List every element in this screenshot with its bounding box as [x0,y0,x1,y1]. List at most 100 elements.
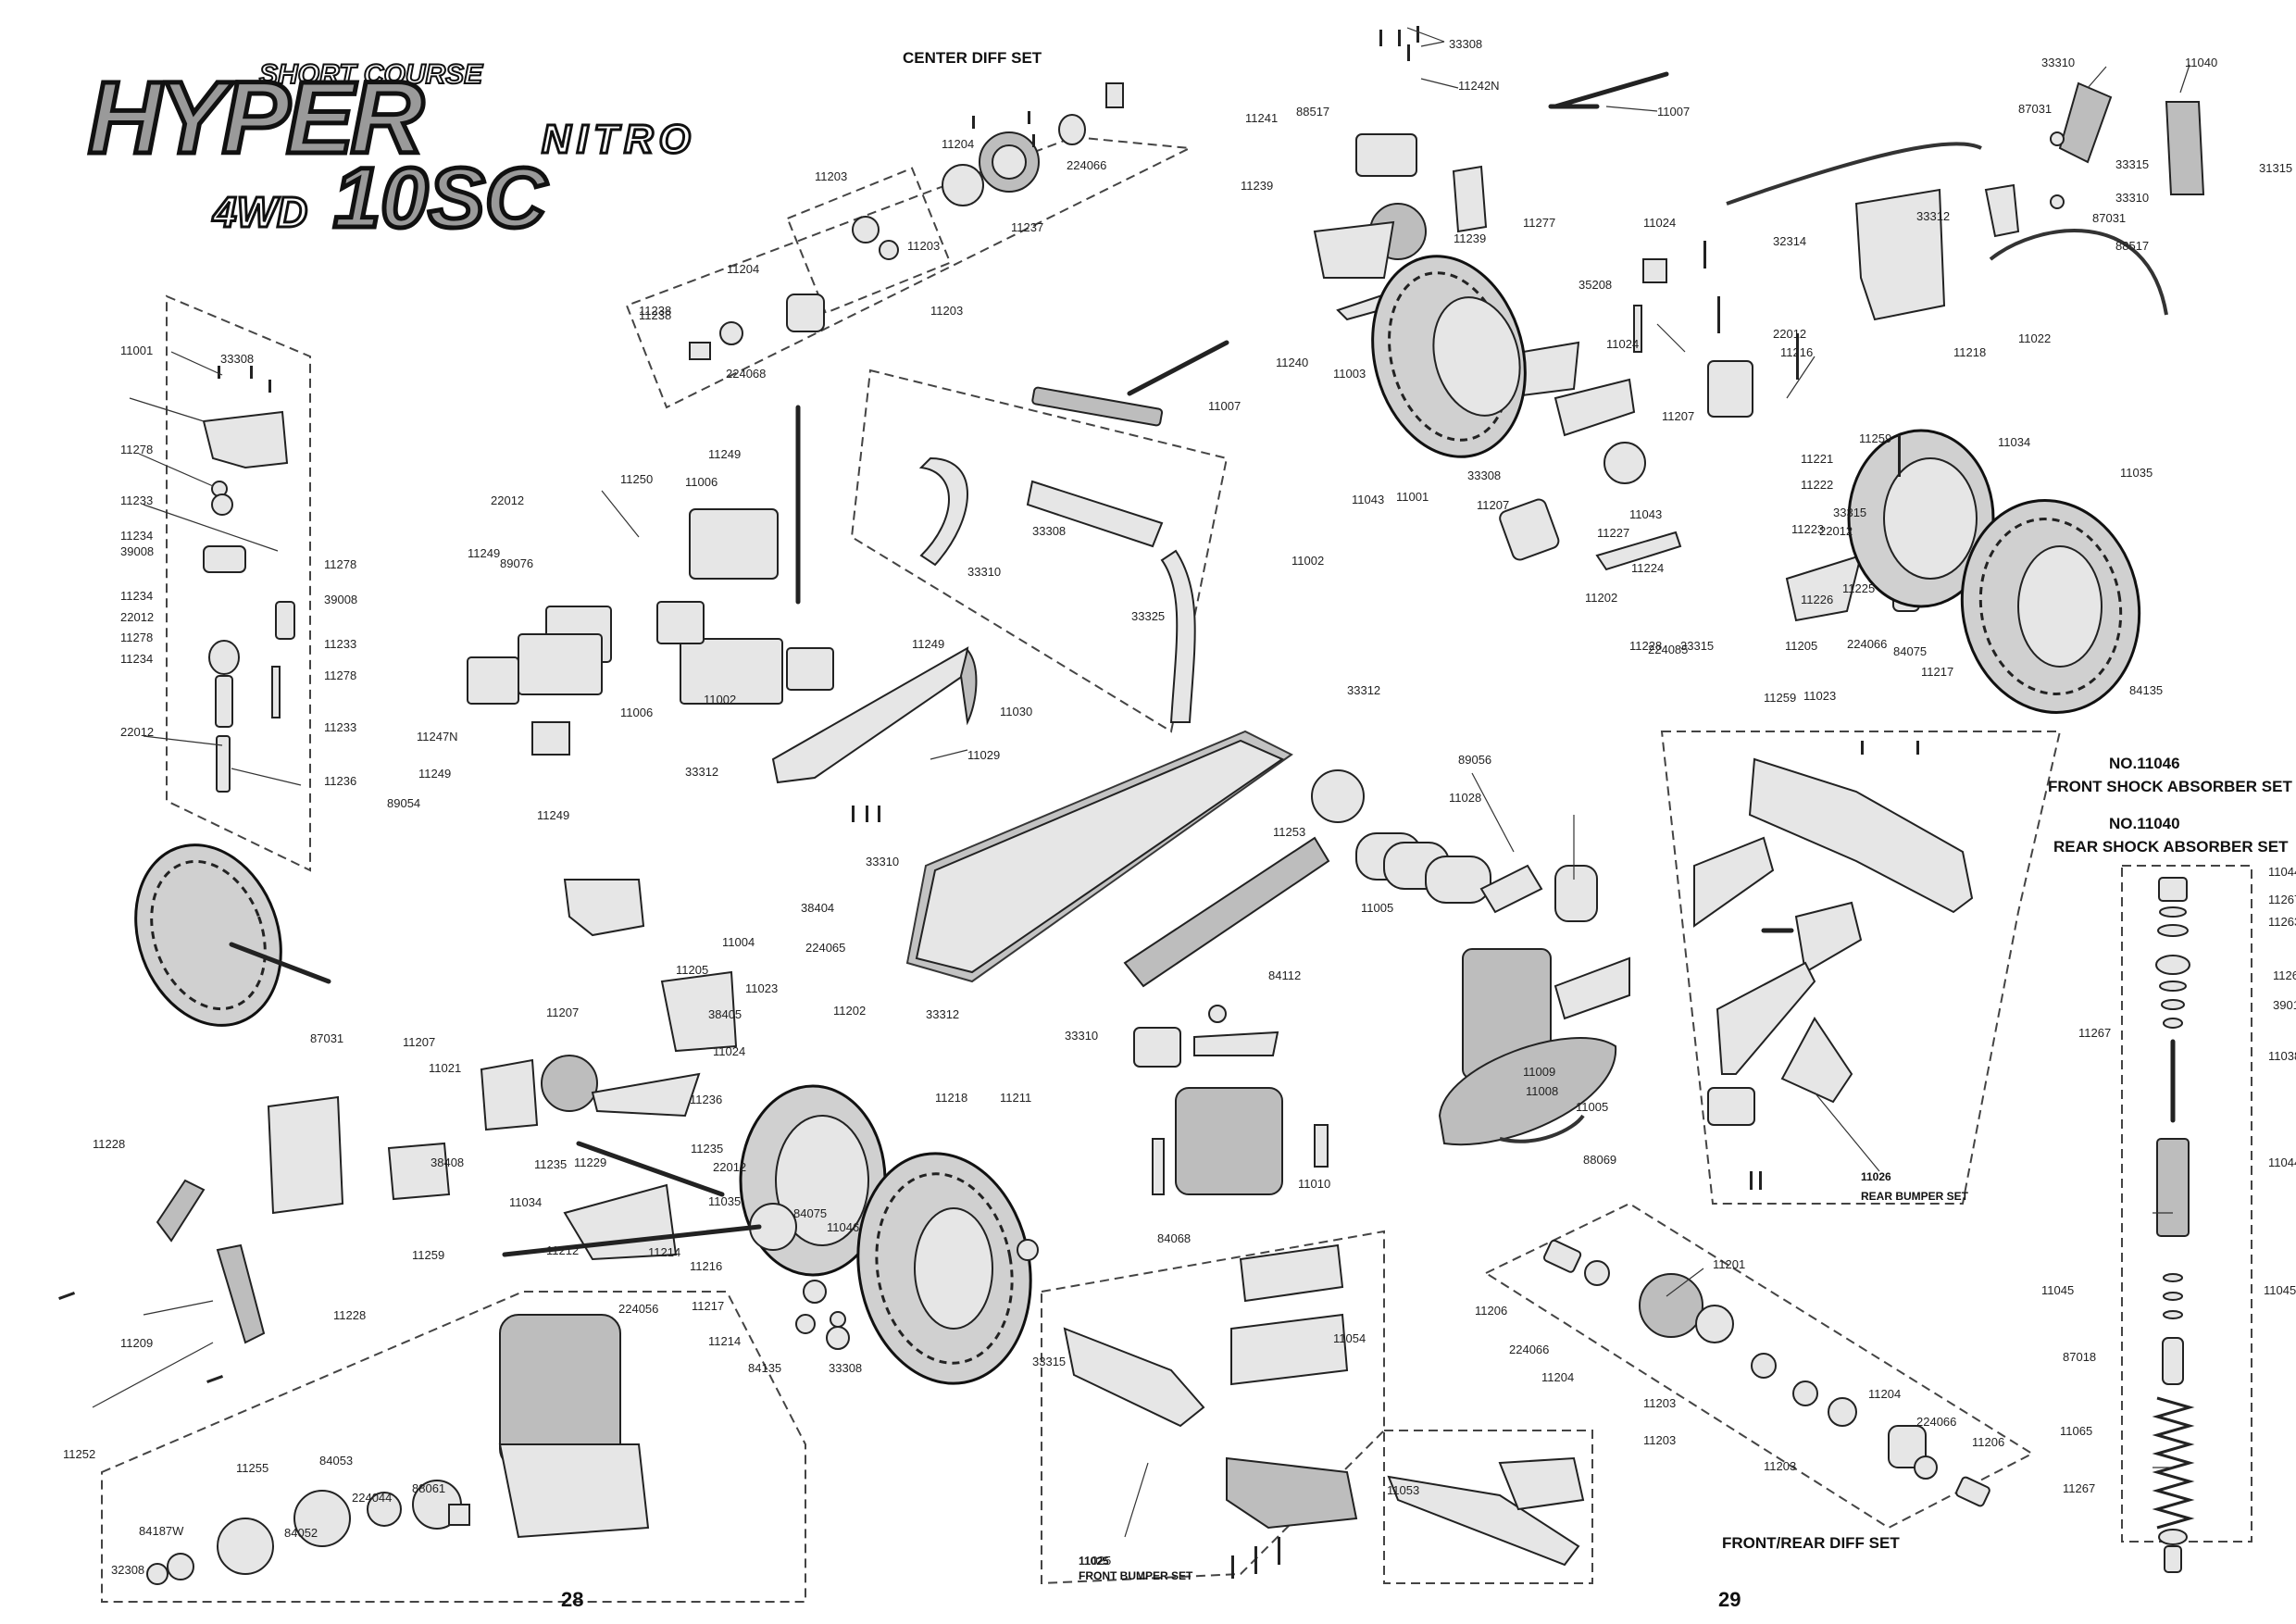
part-number-label: 11203 [1643,1433,1676,1447]
part-number-label: 11023 [1803,689,1836,703]
part-number-label: 11240 [1276,356,1308,369]
front-skid-plate [1226,1456,1358,1530]
part-number-label: 11218 [1953,345,1986,359]
part-number-label: 11267 [2268,893,2296,906]
part-number-label: 11255 [236,1461,268,1475]
part-number-label: 11206 [1475,1304,1507,1318]
part-number-label: 11045 [2041,1283,2074,1297]
part-number-label: 84135 [2129,683,2163,697]
part-number-label: 11278 [324,557,356,571]
front-bumper-set-number: 11025 [1079,1555,1109,1568]
part-number-label: 33308 [829,1361,862,1375]
part-number-label: 11045 [2264,1283,2296,1297]
part-number-label: 11024 [713,1044,745,1058]
part-number-label: 11065 [2060,1424,2092,1438]
part-number-label: 11253 [1273,825,1305,839]
part-number-label: 88069 [1583,1153,1616,1167]
part-number-label: 11216 [1780,345,1813,359]
part-number-label: 87031 [2018,102,2052,116]
page-number-left: 28 [561,1588,583,1611]
part-number-label: 11228 [93,1137,125,1151]
front-rear-diff-parts [1542,1239,1990,1507]
part-number-label: 11038 [2268,1049,2296,1063]
part-number-label: 11201 [1713,1257,1745,1271]
part-number-label: 33308 [1467,468,1501,482]
part-number-label: 11046 [827,1220,859,1234]
part-number-label: 32314 [1773,234,1806,248]
part-number-label: 11004 [722,935,755,949]
part-number-label: 88517 [1296,105,1329,119]
hyper-10sc-logo: SHORT COURSE HYPER NITRO 4WD 10SC [86,58,693,248]
part-number-label: 11040 [2185,56,2217,69]
part-number-label: 11266 [2273,968,2296,982]
part-number-label: 39008 [324,593,357,606]
part-number-label: 87031 [2092,211,2126,225]
part-number-label: 33308 [1032,524,1066,538]
front-rear-diff-set-heading: FRONT/REAR DIFF SET [1722,1534,1900,1552]
part-number-label: 11207 [546,1006,579,1019]
part-number-label: 11241 [1245,111,1278,125]
part-number-label: 11030 [1000,705,1032,718]
part-number-label: 11009 [1523,1065,1555,1079]
shock-upper [2058,81,2113,164]
part-number-label: 11044 [2268,865,2296,879]
part-number-label: 11228 [1629,639,1662,653]
part-number-label: 11235 [534,1157,567,1171]
part-number-label: 11238 [639,308,671,322]
front-bumper-set-heading: FRONT BUMPER SET [1079,1569,1193,1582]
part-number-label: 22012 [120,610,154,624]
part-number-label: 11277 [1523,216,1555,230]
part-number-label: 11249 [708,447,741,461]
part-number-label: 224065 [805,941,845,955]
front-shock-set-number: NO.11046 [2109,755,2180,772]
part-number-label: 11202 [833,1004,866,1018]
shock-absorber-parts [2152,877,2195,1573]
rear-bumper-set-heading: REAR BUMPER SET [1861,1190,1969,1203]
part-number-label: 224066 [1509,1343,1549,1356]
part-number-label: 11034 [509,1195,542,1209]
part-number-label: 11025 [1079,1554,1111,1568]
part-number-label: 11003 [1333,367,1366,381]
rear-shock-tower-parts [1726,81,2205,321]
center-diff-set-heading: CENTER DIFF SET [903,49,1042,67]
rear-bumper-box [1660,731,2062,1205]
front-shock-right [216,1243,266,1344]
part-number-label: 11204 [727,262,759,276]
part-number-label: 89056 [1458,753,1491,767]
part-number-label: 224085 [1648,643,1688,656]
part-number-label: 224056 [618,1302,658,1316]
part-number-label: 38404 [801,901,834,915]
part-number-label: 84052 [284,1526,318,1540]
center-diff-box [625,135,1193,409]
part-number-label: 87031 [310,1031,343,1045]
part-number-label: 11212 [546,1243,579,1257]
part-number-label: 11211 [1000,1091,1031,1105]
front-shock-tower-box [166,294,311,872]
part-number-label: 11001 [1396,490,1429,504]
part-number-label: 11236 [324,774,356,788]
part-number-label: 11267 [2063,1481,2095,1495]
part-number-label: 11207 [403,1035,435,1049]
part-number-label: 11235 [691,1142,723,1156]
part-number-label: 31315 [2259,161,2292,175]
part-number-label: 11221 [1801,452,1833,466]
part-number-label: 11229 [574,1156,606,1169]
part-number-label: 38405 [708,1007,742,1021]
part-number-label: 11044 [2268,1156,2296,1169]
rear-shock-tower [1854,188,1946,321]
engine-clutch-box [101,1291,806,1603]
part-number-label: 11054 [1333,1331,1366,1345]
part-number-label: 33315 [2115,157,2149,171]
part-number-label: 84068 [1157,1231,1191,1245]
part-number-label: 22012 [491,493,524,507]
part-number-label: 11217 [1921,665,1953,679]
front-bumper-top [771,646,969,784]
part-number-label: 84053 [319,1454,353,1468]
part-number-label: 11206 [1972,1435,2004,1449]
chassis-plate-inner [915,739,1285,974]
part-number-label: 11236 [690,1093,722,1106]
part-number-label: 11005 [1361,901,1393,915]
part-number-label: 33315 [1833,506,1866,519]
